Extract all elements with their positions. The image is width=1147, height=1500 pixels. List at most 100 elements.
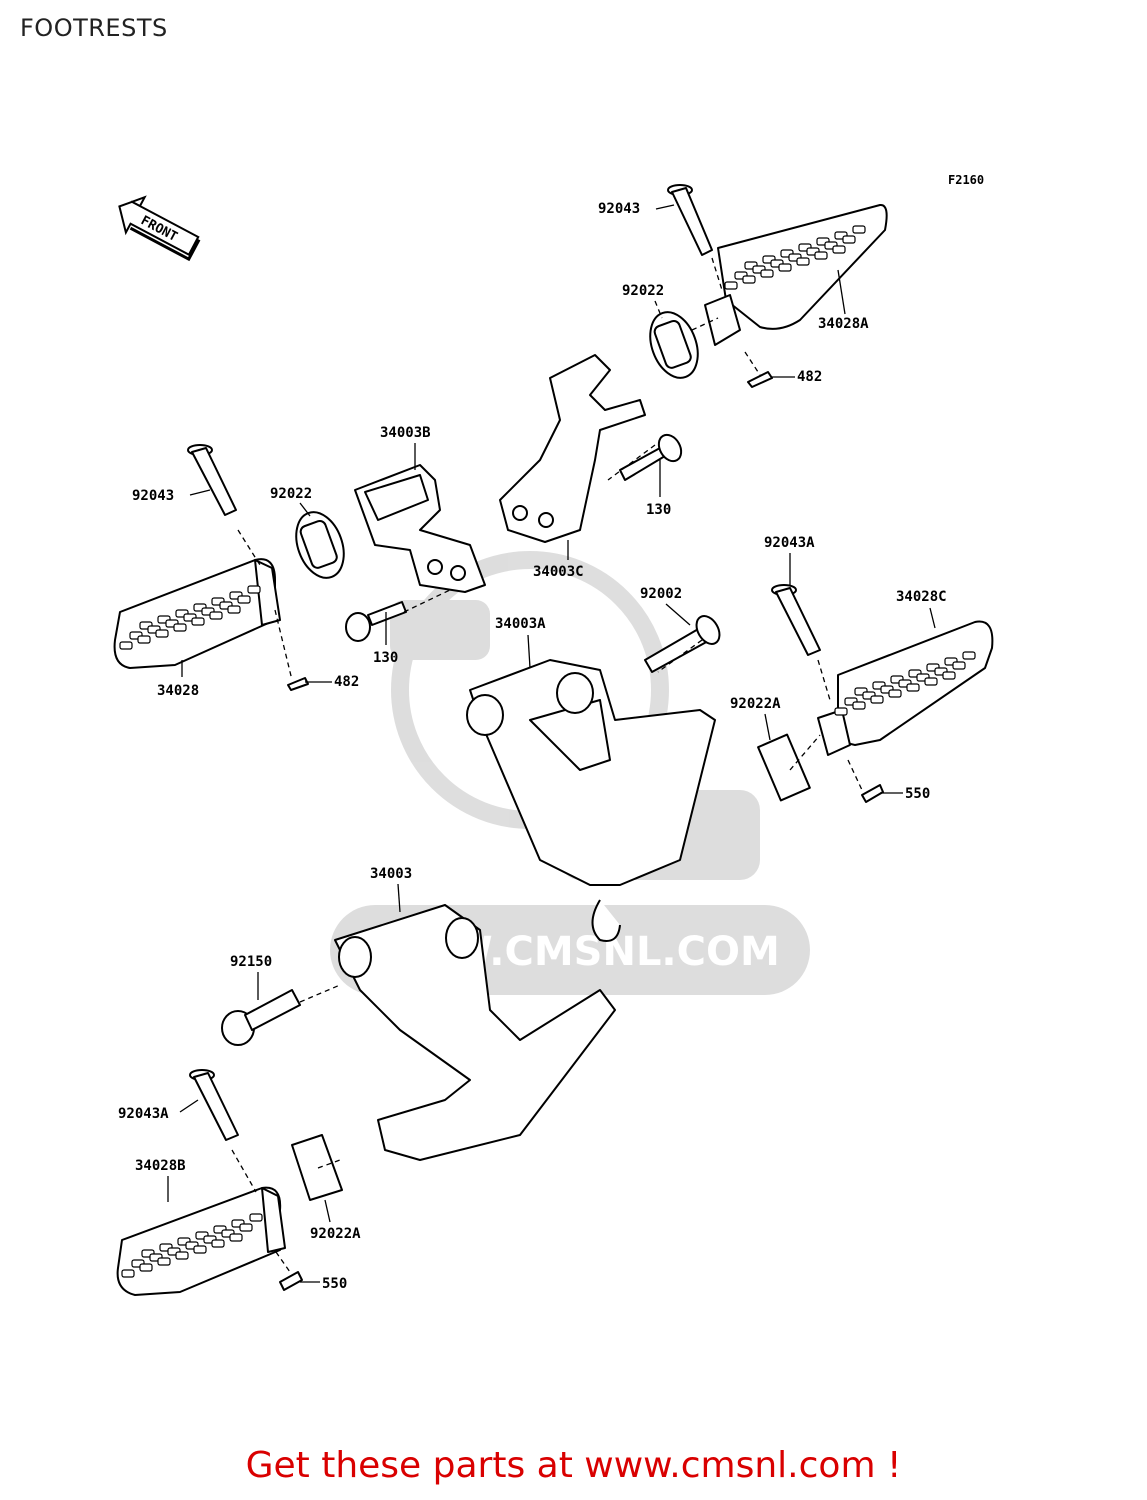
cotter-pin-550-right xyxy=(861,784,884,803)
footpeg-34028 xyxy=(113,558,281,669)
part-callout-label: 92022 xyxy=(270,486,312,502)
grip-block xyxy=(832,245,846,254)
front-arrow-icon: FRONT xyxy=(118,195,201,262)
alignment-line xyxy=(231,1149,257,1193)
page-title: FOOTRESTS xyxy=(20,14,168,42)
alignment-line xyxy=(274,609,293,681)
cotter-pin-482-top xyxy=(747,371,773,388)
cmsnl-link[interactable]: Get these parts at www.cmsnl.com ! xyxy=(245,1445,902,1486)
figure-code: F2160 xyxy=(948,173,984,187)
cotter-pin-482-left xyxy=(287,677,309,691)
leader-line xyxy=(655,204,675,210)
leader-line xyxy=(397,883,401,913)
pin-92043a-left xyxy=(189,1069,239,1141)
pin-92043-top xyxy=(667,184,713,256)
part-callout-label: 92002 xyxy=(640,586,682,602)
footpeg-34028a xyxy=(704,204,888,346)
grip-block xyxy=(211,1239,225,1248)
alignment-line xyxy=(744,351,761,376)
alignment-line xyxy=(847,759,863,791)
grip-block xyxy=(119,641,133,650)
leader-line xyxy=(837,269,846,315)
grip-block xyxy=(139,1263,153,1272)
leader-line xyxy=(527,634,531,669)
part-callout-label: 34028C xyxy=(896,589,947,605)
part-callout-label: 550 xyxy=(905,786,930,802)
grip-block xyxy=(796,257,810,266)
footpeg-34028b xyxy=(116,1186,286,1296)
washer-92022-left xyxy=(295,511,345,579)
grip-block xyxy=(814,251,828,260)
grip-block xyxy=(137,635,151,644)
alignment-line xyxy=(789,734,821,771)
grip-block xyxy=(157,1257,171,1266)
footpeg-34028c xyxy=(817,620,994,756)
footer-link[interactable]: Get these parts at www.cmsnl.com ! xyxy=(0,1445,1147,1486)
leader-line xyxy=(665,603,691,626)
alignment-line xyxy=(317,1159,341,1169)
grip-block xyxy=(175,1251,189,1260)
grip-block xyxy=(121,1269,135,1278)
grip-block xyxy=(842,235,856,244)
bracket-34003a xyxy=(466,659,716,942)
bolt-130-left xyxy=(345,601,407,642)
part-callout-label: 34028B xyxy=(135,1158,186,1174)
grip-block xyxy=(227,605,241,614)
part-callout-label: 34003B xyxy=(380,425,431,441)
alignment-line xyxy=(237,529,261,566)
grip-block xyxy=(952,661,966,670)
leader-line xyxy=(299,502,311,517)
alignment-line xyxy=(657,639,703,673)
grip-block xyxy=(834,707,848,716)
grip-block xyxy=(155,629,169,638)
grip-block xyxy=(906,683,920,692)
grip-block xyxy=(247,585,261,594)
bolt-130-right xyxy=(619,433,683,481)
washer-92022a-right xyxy=(757,733,811,802)
part-callout-label: 482 xyxy=(334,674,359,690)
grip-block xyxy=(193,1245,207,1254)
grip-block xyxy=(191,617,205,626)
bracket-34003 xyxy=(334,904,616,1161)
grip-block xyxy=(924,677,938,686)
washer-92022-top xyxy=(649,311,699,379)
leader-line xyxy=(654,300,663,319)
grip-block xyxy=(962,651,976,660)
grip-block xyxy=(852,701,866,710)
grip-block xyxy=(778,263,792,272)
grip-block xyxy=(209,611,223,620)
grip-block xyxy=(249,1213,263,1222)
alignment-line xyxy=(711,257,723,291)
bolt-92150 xyxy=(221,989,301,1046)
part-callout-label: 92022A xyxy=(730,696,781,712)
part-callout-label: 34028A xyxy=(818,316,869,332)
leader-line xyxy=(179,1099,199,1113)
leader-lines xyxy=(167,204,936,1283)
leader-line xyxy=(324,1199,331,1223)
grip-block xyxy=(239,1223,253,1232)
grip-block xyxy=(870,695,884,704)
part-callout-label: 130 xyxy=(646,502,671,518)
part-callout-label: 92043A xyxy=(118,1106,169,1122)
part-callout-label: 482 xyxy=(797,369,822,385)
part-callout-label: 550 xyxy=(322,1276,347,1292)
part-callout-label: 130 xyxy=(373,650,398,666)
bolt-92002 xyxy=(644,615,721,673)
bracket-34003c xyxy=(499,354,646,543)
pin-92043a-right xyxy=(771,584,821,656)
leader-line xyxy=(929,607,936,629)
part-callout-label: 92150 xyxy=(230,954,272,970)
leader-line xyxy=(764,713,771,741)
part-callout-label: 34003A xyxy=(495,616,546,632)
grip-block xyxy=(229,1233,243,1242)
part-callout-label: 34003 xyxy=(370,866,412,882)
part-callout-label: 92043 xyxy=(598,201,640,217)
grip-block xyxy=(852,225,866,234)
part-callout-label: 34028 xyxy=(157,683,199,699)
grip-block xyxy=(888,689,902,698)
part-callout-label: 34003C xyxy=(533,564,584,580)
grip-block xyxy=(724,281,738,290)
part-callout-label: 92043 xyxy=(132,488,174,504)
grip-block xyxy=(173,623,187,632)
